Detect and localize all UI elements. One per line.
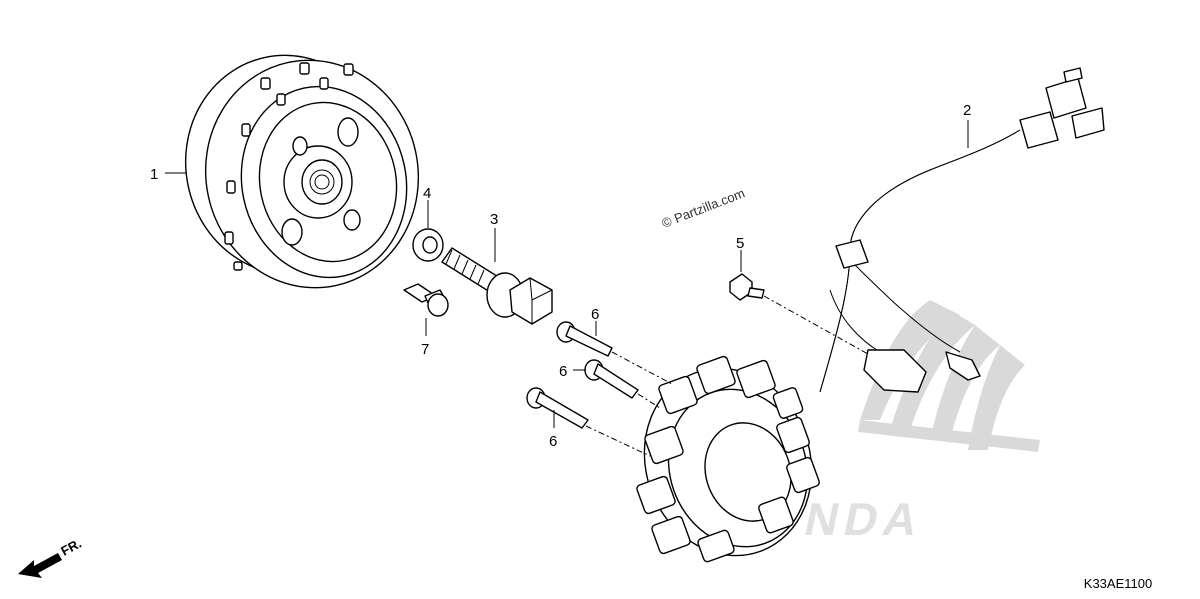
front-arrow-icon xyxy=(18,553,62,578)
stator-bolt-lower xyxy=(526,387,589,429)
callout-6c: 6 xyxy=(549,433,557,450)
callout-5: 5 xyxy=(736,235,744,252)
washer xyxy=(412,228,444,262)
small-bolt xyxy=(403,283,449,317)
stator-bolt-upper xyxy=(556,321,613,357)
upper-bolt xyxy=(729,273,765,301)
callout-6a: 6 xyxy=(591,306,599,323)
flange-bolt xyxy=(441,247,553,325)
callout-4: 4 xyxy=(423,185,431,202)
partzilla-watermark: © Partzilla.com xyxy=(660,185,747,230)
callout-6b: 6 xyxy=(559,363,567,380)
stator-coil-assembly xyxy=(636,355,820,563)
stator-bolt-middle xyxy=(584,359,639,399)
wire-harness xyxy=(819,67,1105,393)
callout-3: 3 xyxy=(490,211,498,228)
front-direction-indicator: FR. xyxy=(18,536,84,578)
diagram-code: K33AE1100 xyxy=(1084,576,1152,591)
leader-lines xyxy=(165,120,969,457)
callout-2: 2 xyxy=(963,102,971,119)
callout-7: 7 xyxy=(421,341,429,358)
front-label: FR. xyxy=(58,536,84,559)
callout-labels: 1 2 3 4 5 6 6 6 7 xyxy=(150,102,971,450)
callout-1: 1 xyxy=(150,166,158,183)
flywheel-rotor xyxy=(184,54,420,289)
